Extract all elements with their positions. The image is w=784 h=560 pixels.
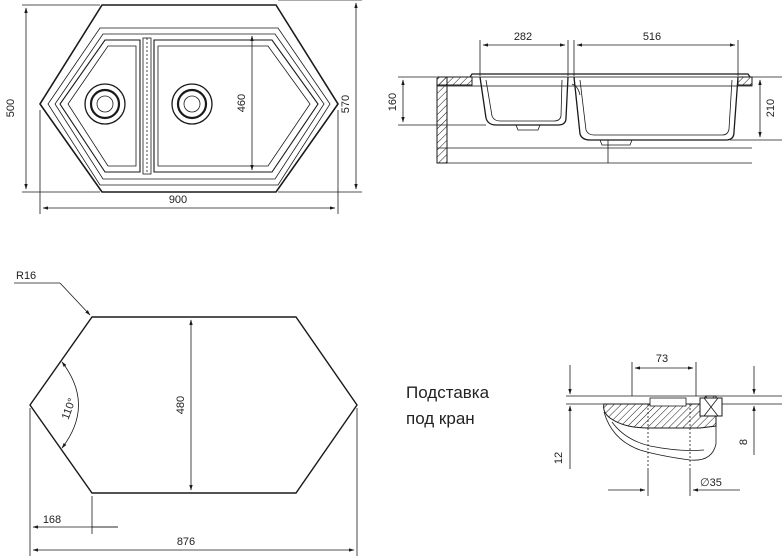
section-view: 282 516 160 210: [387, 31, 782, 164]
dim-bowl1-width: 282: [514, 31, 532, 43]
cabinet-wall-hatch: [436, 76, 448, 164]
dim-tap-diameter: ∅35: [700, 477, 722, 489]
cutout-outline: [29, 316, 358, 494]
leader-line: [59, 282, 91, 316]
drain-small: [84, 83, 126, 125]
countertop: [436, 76, 753, 87]
dim-cutout-width: 876: [177, 536, 195, 548]
bowl-small-section: [479, 76, 569, 126]
bowl-large-section-inner: [579, 79, 733, 136]
dim-tap-width: 73: [656, 353, 668, 365]
bowl-edge-curve: [571, 83, 581, 96]
cutout-view: R16 110° 480 168 876: [14, 270, 358, 556]
countertop-right-hatch: [737, 76, 753, 86]
dim-cutout-height: 480: [175, 396, 187, 414]
dim-tap-height: 12: [553, 452, 565, 464]
dim-offset: 168: [43, 514, 61, 526]
bowl-large-section: [573, 76, 739, 141]
tap-nut-detail: [703, 397, 719, 417]
tap-mount-profile-inner: [611, 421, 705, 451]
sink-rim: [47, 27, 331, 186]
dim-tap-thickness: 8: [738, 439, 750, 445]
tap-caption-line1: Подставка: [406, 383, 490, 402]
tap-mount: Подставка под кран 73 ∅35 12: [406, 353, 782, 496]
drain-small-section: [515, 124, 541, 131]
drain-large-section: [599, 139, 633, 146]
dim-width: 900: [169, 194, 187, 206]
dim-bowl2-width: 516: [643, 31, 661, 43]
countertop-left-hatch: [436, 76, 473, 86]
bowl-small-section-inner: [485, 79, 563, 122]
dim-radius: R16: [16, 270, 36, 282]
dim-height-outer: 500: [5, 99, 17, 117]
drain-large: [171, 83, 213, 125]
dim-total-height: 570: [340, 95, 352, 113]
bowl-large-inner: [157, 45, 311, 167]
bowl-small-inner: [67, 45, 137, 167]
tap-mount-body: [603, 395, 717, 429]
tap-caption-line2: под кран: [406, 409, 475, 428]
tap-mount-profile: [603, 411, 717, 461]
dim-angle: 110°: [60, 397, 79, 422]
sink-outline: [39, 4, 339, 193]
top-view: 500 460 570 900: [5, 0, 362, 214]
sink-rim-section: [469, 73, 751, 78]
tap-hole-top: [649, 397, 687, 407]
sink-rim-inner: [54, 33, 325, 180]
dim-bowl1-depth: 160: [387, 93, 399, 111]
dim-bowl-height: 460: [236, 94, 248, 112]
dim-bowl2-depth: 210: [765, 99, 777, 117]
bowl-small: [59, 39, 141, 173]
angle-arc: [61, 361, 79, 449]
